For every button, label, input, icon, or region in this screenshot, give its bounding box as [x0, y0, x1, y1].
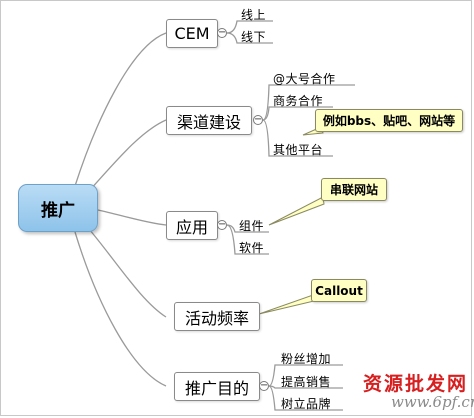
subtopic-mudi-3[interactable]: 树立品牌 — [281, 397, 332, 411]
collapse-icon[interactable]: − — [217, 27, 227, 38]
callout-pointer-huodong — [258, 294, 315, 315]
connector-central-mudi — [74, 231, 167, 387]
subtopic-yingyong-2[interactable]: 软件 — [239, 241, 265, 255]
collapse-icon[interactable]: − — [259, 380, 269, 391]
central-topic[interactable]: 推广 — [18, 184, 98, 232]
topic-qudao[interactable]: 渠道建设 — [166, 106, 252, 135]
topic-mudi[interactable]: 推广目的 — [174, 372, 260, 401]
watermark-logo: 资源批发网 — [363, 373, 469, 395]
watermark-url: www.6pf.cn — [391, 393, 474, 411]
connector-cem-sub2 — [226, 32, 273, 44]
subtopic-mudi-2[interactable]: 提高销售 — [281, 375, 332, 389]
subtopic-cem-1[interactable]: 线上 — [241, 8, 267, 22]
callout-qudao[interactable]: 例如bbs、贴吧、网站等 — [315, 109, 463, 132]
connector-yingyong-sub2 — [226, 224, 269, 255]
connector-central-yingyong — [97, 209, 167, 226]
subtopic-yingyong-1[interactable]: 组件 — [239, 219, 265, 233]
subtopic-cem-2[interactable]: 线下 — [241, 30, 267, 44]
connector-qudao-sub3 — [262, 119, 333, 157]
callout-huodong[interactable]: Callout — [311, 279, 367, 302]
connector-central-qudao — [88, 119, 167, 192]
subtopic-qudao-3[interactable]: 其他平台 — [273, 143, 324, 157]
collapse-icon[interactable]: − — [217, 219, 227, 230]
topic-yingyong[interactable]: 应用 — [166, 211, 218, 240]
topic-cem[interactable]: CEM — [166, 19, 218, 48]
collapse-icon[interactable]: − — [253, 114, 263, 125]
callout-pointer-yingyong — [268, 196, 325, 226]
callout-yingyong[interactable]: 串联网站 — [321, 178, 387, 201]
subtopic-qudao-1[interactable]: @大号合作 — [273, 72, 336, 86]
connector-central-huodong — [88, 228, 167, 318]
subtopic-mudi-1[interactable]: 粉丝增加 — [281, 352, 332, 366]
topic-huodong[interactable]: 活动频率 — [174, 302, 260, 331]
connector-mudi-sub3 — [268, 385, 343, 411]
subtopic-qudao-2[interactable]: 商务合作 — [273, 94, 324, 108]
connector-central-cem — [74, 32, 167, 187]
